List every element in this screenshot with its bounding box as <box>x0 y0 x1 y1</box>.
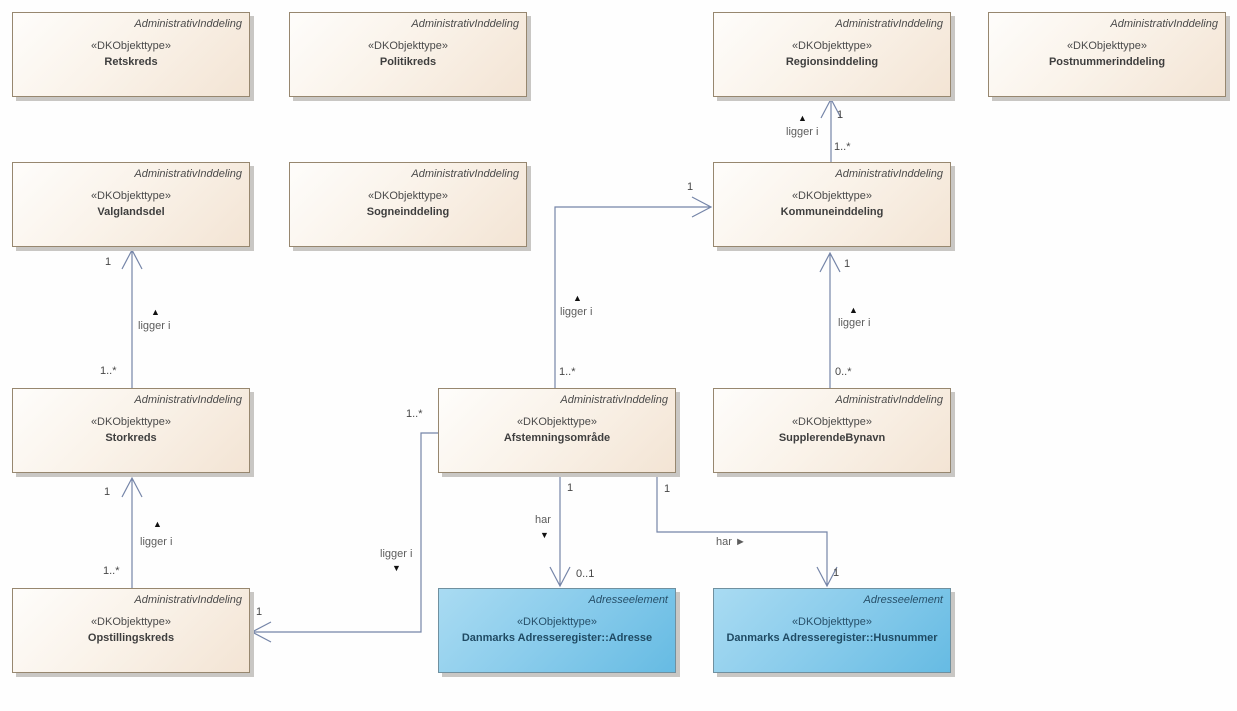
edge-source-multiplicity: 1 <box>664 483 671 495</box>
edge-source-multiplicity: 0..* <box>835 366 852 378</box>
edge-target-multiplicity: 1 <box>844 258 851 270</box>
class-stereotype: «DKObjekttype» <box>90 416 172 428</box>
class-header: AdministrativInddeling <box>835 168 943 180</box>
class-box-storkreds[interactable]: AdministrativInddeling «DKObjekttype» St… <box>12 388 250 473</box>
class-header: Adresseelement <box>588 594 669 606</box>
connector-afstemningsomraade-opstillingskreds <box>250 432 438 643</box>
class-stereotype: «DKObjekttype» <box>791 190 873 202</box>
edge-source-multiplicity: 1..* <box>100 365 117 377</box>
connector-afstemningsomraade-husnummer <box>656 475 838 588</box>
edge-relation-label: ligger i <box>138 320 171 332</box>
class-name: SupplerendeBynavn <box>778 432 886 444</box>
edge-direction-icon: ▲ <box>151 307 160 317</box>
class-header: AdministrativInddeling <box>560 394 668 406</box>
class-name: Afstemningsområde <box>503 432 611 444</box>
class-box-retskreds[interactable]: AdministrativInddeling «DKObjekttype» Re… <box>12 12 250 97</box>
edge-target-multiplicity: 1 <box>687 181 694 193</box>
class-stereotype: «DKObjekttype» <box>367 190 449 202</box>
edge-source-multiplicity: 1..* <box>834 141 851 153</box>
edge-source-multiplicity: 1 <box>567 482 574 494</box>
class-header: AdministrativInddeling <box>134 168 242 180</box>
class-name: Sogneinddeling <box>366 206 450 218</box>
edge-relation-label: har ► <box>716 536 746 548</box>
class-name: Danmarks Adresseregister::Husnummer <box>726 632 938 644</box>
edge-direction-icon: ▲ <box>153 519 162 529</box>
edge-source-multiplicity: 1..* <box>559 366 576 378</box>
connector-supplerendebynavn-kommuneinddeling <box>819 251 841 388</box>
class-name: Danmarks Adresseregister::Adresse <box>461 632 653 644</box>
edge-direction-icon: ▲ <box>849 305 858 315</box>
class-box-supplerendebynavn[interactable]: AdministrativInddeling «DKObjekttype» Su… <box>713 388 951 473</box>
connector-kommuneinddeling-regionsinddeling <box>820 97 842 162</box>
edge-target-multiplicity: 0..1 <box>576 568 595 580</box>
edge-relation-label: ligger i <box>838 317 871 329</box>
class-stereotype: «DKObjekttype» <box>90 190 172 202</box>
edge-direction-icon: ▼ <box>540 530 549 540</box>
class-name: Politikreds <box>379 56 437 68</box>
connector-storkreds-valglandsdel <box>121 248 143 388</box>
class-name: Regionsinddeling <box>785 56 879 68</box>
class-stereotype: «DKObjekttype» <box>791 416 873 428</box>
class-name: Kommuneinddeling <box>780 206 884 218</box>
class-box-adresse[interactable]: Adresseelement «DKObjekttype» Danmarks A… <box>438 588 676 673</box>
class-header: AdministrativInddeling <box>134 594 242 606</box>
class-header: AdministrativInddeling <box>134 18 242 30</box>
edge-direction-icon: ▼ <box>392 563 401 573</box>
class-name: Opstillingskreds <box>87 632 175 644</box>
class-box-postnummerinddeling[interactable]: AdministrativInddeling «DKObjekttype» Po… <box>988 12 1226 97</box>
edge-direction-icon: ▲ <box>798 113 807 123</box>
class-stereotype: «DKObjekttype» <box>90 616 172 628</box>
class-box-regionsinddeling[interactable]: AdministrativInddeling «DKObjekttype» Re… <box>713 12 951 97</box>
class-name: Postnummerinddeling <box>1048 56 1166 68</box>
class-stereotype: «DKObjekttype» <box>791 40 873 52</box>
edge-relation-label: ligger i <box>560 306 593 318</box>
edge-relation-label: har <box>535 514 551 526</box>
class-stereotype: «DKObjekttype» <box>1066 40 1148 52</box>
edge-target-multiplicity: 1 <box>104 486 111 498</box>
class-box-opstillingskreds[interactable]: AdministrativInddeling «DKObjekttype» Op… <box>12 588 250 673</box>
class-box-sogneinddeling[interactable]: AdministrativInddeling «DKObjekttype» So… <box>289 162 527 247</box>
class-stereotype: «DKObjekttype» <box>90 40 172 52</box>
class-box-valglandsdel[interactable]: AdministrativInddeling «DKObjekttype» Va… <box>12 162 250 247</box>
edge-source-multiplicity: 1..* <box>103 565 120 577</box>
class-stereotype: «DKObjekttype» <box>516 416 598 428</box>
class-name: Retskreds <box>104 56 158 68</box>
connector-afstemningsomraade-adresse <box>549 475 571 588</box>
class-header: AdministrativInddeling <box>1110 18 1218 30</box>
edge-target-multiplicity: 1 <box>833 567 840 579</box>
class-box-politikreds[interactable]: AdministrativInddeling «DKObjekttype» Po… <box>289 12 527 97</box>
class-header: AdministrativInddeling <box>411 18 519 30</box>
class-header: AdministrativInddeling <box>835 18 943 30</box>
class-box-husnummer[interactable]: Adresseelement «DKObjekttype» Danmarks A… <box>713 588 951 673</box>
class-box-afstemningsomraade[interactable]: AdministrativInddeling «DKObjekttype» Af… <box>438 388 676 473</box>
edge-relation-label: ligger i <box>380 548 413 560</box>
class-stereotype: «DKObjekttype» <box>367 40 449 52</box>
class-name: Storkreds <box>105 432 157 444</box>
edge-target-multiplicity: 1 <box>105 256 112 268</box>
class-header: Adresseelement <box>863 594 944 606</box>
connector-opstillingskreds-storkreds <box>121 476 143 588</box>
class-stereotype: «DKObjekttype» <box>516 616 598 628</box>
edge-direction-icon: ▲ <box>573 293 582 303</box>
class-name: Valglandsdel <box>97 206 165 218</box>
class-header: AdministrativInddeling <box>134 394 242 406</box>
edge-relation-label: ligger i <box>140 536 173 548</box>
connector-afstemningsomraade-kommuneinddeling <box>554 196 713 388</box>
edge-relation-label: ligger i <box>786 126 819 138</box>
class-header: AdministrativInddeling <box>411 168 519 180</box>
class-box-kommuneinddeling[interactable]: AdministrativInddeling «DKObjekttype» Ko… <box>713 162 951 247</box>
edge-source-multiplicity: 1..* <box>406 408 423 420</box>
edge-target-multiplicity: 1 <box>837 109 844 121</box>
class-header: AdministrativInddeling <box>835 394 943 406</box>
edge-target-multiplicity: 1 <box>256 606 263 618</box>
class-stereotype: «DKObjekttype» <box>791 616 873 628</box>
